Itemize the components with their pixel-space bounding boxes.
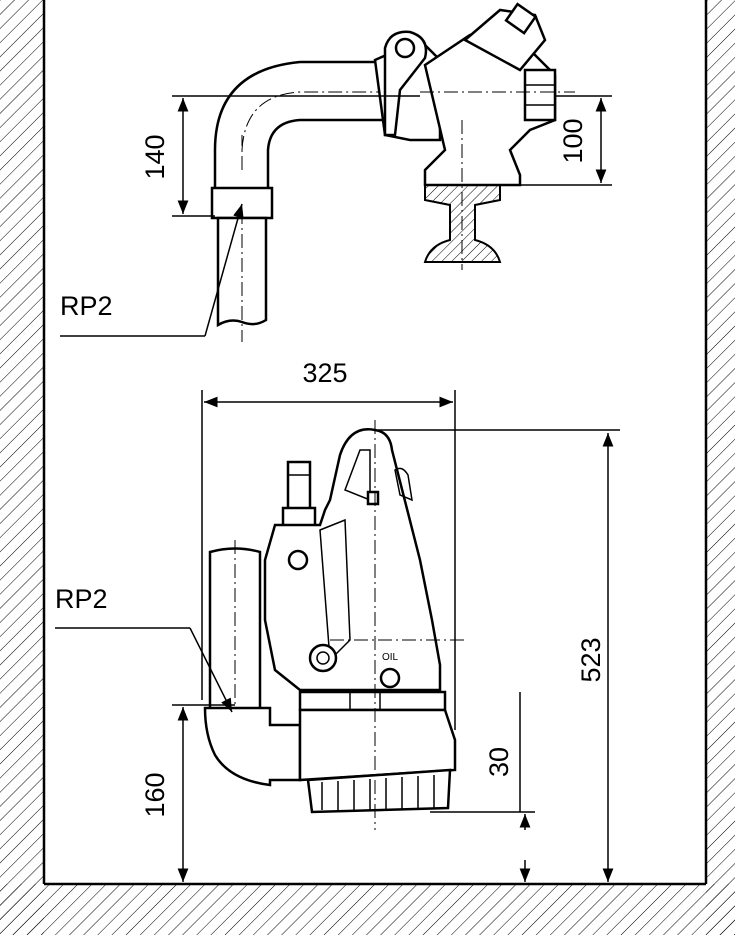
- dimension-30: 30: [430, 692, 535, 882]
- dimension-325: 325: [201, 358, 456, 730]
- rp2-top-callout: RP2: [60, 203, 244, 337]
- oil-label: OIL: [382, 652, 399, 663]
- cable-gland: [286, 460, 312, 514]
- dim-523-label: 523: [576, 637, 606, 682]
- coupling-hook: [383, 30, 428, 137]
- dim-140-label: 140: [140, 134, 170, 179]
- rp2-bottom-label: RP2: [55, 584, 108, 614]
- submersible-pump: OIL: [203, 420, 465, 830]
- oil-plug: [379, 667, 401, 689]
- dim-160-label: 160: [140, 772, 170, 817]
- hex-nut: [523, 68, 557, 122]
- guide-rail-section: [423, 184, 502, 263]
- discharge-elbow: [203, 706, 302, 787]
- right-wall-hatch: [706, 0, 735, 935]
- rp2-bottom-callout: RP2: [55, 584, 233, 713]
- dimension-160: 160: [140, 704, 235, 882]
- discharge-pipe: [208, 547, 262, 712]
- left-wall-hatch: [0, 0, 44, 935]
- inlet-strainer: [306, 768, 452, 814]
- bent-pipe: [213, 60, 402, 192]
- dim-100-label: 100: [558, 118, 588, 163]
- rp2-top-label: RP2: [60, 291, 113, 321]
- dim-30-label: 30: [484, 747, 514, 777]
- dimension-523: 523: [378, 429, 620, 882]
- motor-housing: [263, 428, 442, 692]
- dimension-100: 100: [520, 95, 612, 186]
- dim-325-label: 325: [302, 358, 347, 388]
- band-clamp: [298, 690, 447, 712]
- dimension-140: 140: [140, 95, 420, 217]
- lifting-eye: [308, 643, 338, 673]
- pump-casing: [298, 708, 457, 782]
- floor-hatch: [0, 884, 735, 935]
